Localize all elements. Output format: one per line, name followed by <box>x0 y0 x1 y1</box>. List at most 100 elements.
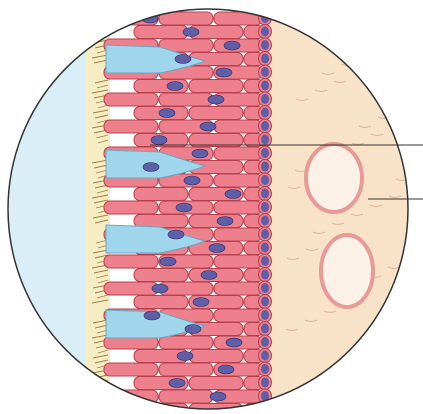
nucleus <box>218 365 234 374</box>
connective-fiber <box>342 373 354 375</box>
basal-nucleus <box>261 175 269 185</box>
basal-nucleus <box>261 324 269 334</box>
connective-fiber <box>297 28 309 30</box>
nucleus <box>151 136 167 145</box>
basal-nucleus <box>261 202 269 212</box>
basal-nucleus <box>261 243 269 253</box>
basal-nucleus <box>261 229 269 239</box>
connective-fiber <box>360 55 372 57</box>
columnar-cell <box>159 363 213 376</box>
basal-nucleus <box>261 108 269 118</box>
basal-nucleus <box>261 297 269 307</box>
basal-nucleus <box>261 27 269 37</box>
basal-nucleus <box>261 67 269 77</box>
basal-nucleus <box>261 378 269 388</box>
columnar-cell <box>214 147 262 160</box>
columnar-cell <box>214 201 262 214</box>
basal-nucleus <box>261 310 269 320</box>
columnar-cell <box>134 296 188 309</box>
basal-nucleus <box>261 216 269 226</box>
nucleus <box>185 325 201 334</box>
columnar-cell <box>104 93 158 106</box>
basal-nucleus <box>261 94 269 104</box>
nucleus <box>169 379 185 388</box>
cilium <box>96 30 108 33</box>
nucleus <box>217 217 233 226</box>
basal-nucleus <box>261 283 269 293</box>
basal-nucleus <box>261 351 269 361</box>
basal-nucleus <box>261 81 269 91</box>
nucleus <box>192 149 208 158</box>
basal-nucleus <box>261 135 269 145</box>
nucleus <box>184 176 200 185</box>
columnar-cell <box>134 404 188 414</box>
nucleus <box>176 203 192 212</box>
basal-nucleus <box>261 148 269 158</box>
columnar-cell <box>104 282 158 295</box>
nucleus <box>225 190 241 199</box>
connective-fiber <box>304 391 316 393</box>
basal-nucleus <box>261 270 269 280</box>
columnar-cell <box>159 93 213 106</box>
nucleus <box>167 82 183 91</box>
basal-nucleus <box>261 364 269 374</box>
connective-fiber <box>397 108 409 110</box>
nucleus <box>216 68 232 77</box>
connective-fiber <box>398 37 410 39</box>
nucleus <box>144 311 160 320</box>
basal-nucleus <box>261 121 269 131</box>
columnar-cell <box>214 174 262 187</box>
nucleus <box>224 41 240 50</box>
columnar-cell <box>214 255 262 268</box>
nucleus <box>226 338 242 347</box>
columnar-cell <box>104 120 158 133</box>
columnar-cell <box>189 350 243 363</box>
columnar-cell <box>104 363 158 376</box>
nucleus <box>143 163 159 172</box>
nucleus <box>152 284 168 293</box>
basal-nucleus <box>261 40 269 50</box>
nucleus <box>160 257 176 266</box>
connective-fiber <box>380 355 392 357</box>
columnar-cell <box>134 26 188 39</box>
columnar-cell <box>189 107 243 120</box>
columnar-cell <box>214 120 262 133</box>
basal-cells <box>259 11 272 414</box>
columnar-cell <box>189 377 243 390</box>
nucleus <box>210 392 226 401</box>
basal-nucleus <box>261 189 269 199</box>
nucleus <box>175 55 191 64</box>
connective-fiber <box>323 382 335 384</box>
nucleus <box>208 95 224 104</box>
columnar-cell <box>189 80 243 93</box>
nucleus <box>209 244 225 253</box>
nucleus <box>159 109 175 118</box>
basal-nucleus <box>261 54 269 64</box>
columnar-cell <box>214 309 262 322</box>
columnar-cell <box>159 390 213 403</box>
blood-vessel <box>306 144 362 212</box>
nucleus <box>201 271 217 280</box>
basal-nucleus <box>261 162 269 172</box>
basal-cell <box>259 403 272 414</box>
columnar-cell <box>214 282 262 295</box>
connective-fiber <box>285 20 297 22</box>
columnar-cell <box>104 255 158 268</box>
nucleus <box>183 28 199 37</box>
columnar-cell <box>189 215 243 228</box>
lumen <box>0 0 98 414</box>
columnar-cell <box>134 215 188 228</box>
blood-vessel <box>321 235 373 307</box>
basal-nucleus <box>261 337 269 347</box>
basal-nucleus <box>261 256 269 266</box>
nucleus <box>193 298 209 307</box>
nucleus <box>177 352 193 361</box>
columnar-cell <box>134 269 188 282</box>
connective-fiber <box>379 46 391 48</box>
columnar-cell <box>159 336 213 349</box>
nucleus <box>168 230 184 239</box>
columnar-cell <box>104 201 158 214</box>
basal-nucleus <box>261 405 269 414</box>
